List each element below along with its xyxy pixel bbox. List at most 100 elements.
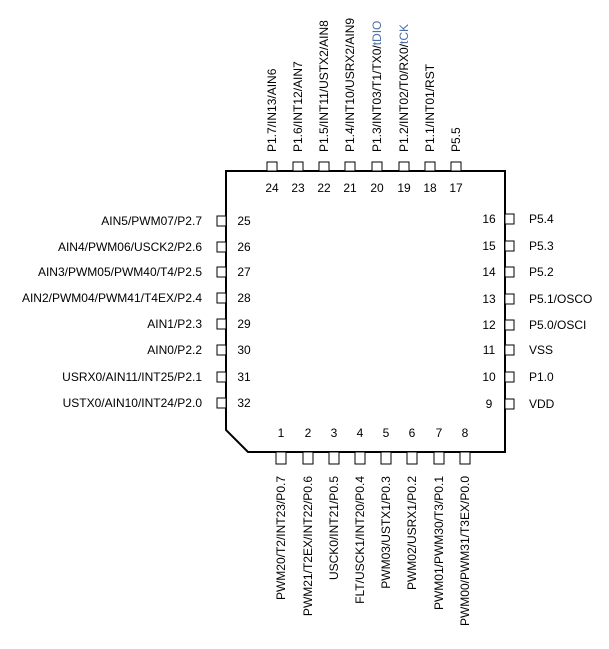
- pin-lead-4: [354, 451, 366, 465]
- pin-number-24: 24: [265, 181, 279, 195]
- pin-label-10: P1.0: [529, 370, 554, 384]
- pin-lead-18: [424, 161, 436, 172]
- pin-number-30: 30: [237, 343, 251, 357]
- pin-number-15: 15: [482, 239, 496, 253]
- pin-number-25: 25: [237, 214, 251, 228]
- pin-number-26: 26: [237, 240, 251, 254]
- pin-label-24: P1.7/IN13/AIN6: [265, 68, 279, 152]
- pin-label-3: USCK0/INT21/P0.5: [327, 476, 341, 580]
- pin-label-12: P5.0/OSCI: [529, 318, 586, 332]
- left-pin-group: 25 AIN5/PWM07/P2.7 26 AIN4/PWM06/USCK2/P2.6…: [22, 214, 251, 410]
- pin-lead-22: [318, 161, 330, 172]
- pin-lead-10: [504, 371, 515, 383]
- pin-label-30: AIN0/P2.2: [147, 343, 202, 357]
- pin-label-31: USRX0/AIN11/INT25/P2.1: [62, 370, 202, 384]
- pin-number-29: 29: [237, 317, 251, 331]
- pin-lead-6: [406, 451, 418, 465]
- pin-label-32: USTX0/AIN10/INT24/P2.0: [63, 396, 203, 410]
- pin-label-11: VSS: [529, 343, 553, 357]
- pin-lead-5: [380, 451, 392, 465]
- pin-label-6: PWM02/USRX1/P0.2: [405, 476, 419, 590]
- pin-number-6: 6: [409, 426, 416, 440]
- pin-number-4: 4: [357, 426, 364, 440]
- pin-number-8: 8: [462, 426, 469, 440]
- pin-number-21: 21: [343, 181, 357, 195]
- pin-number-13: 13: [482, 292, 496, 306]
- right-pin-group: 16 P5.4 15 P5.3 14 P5.2 13 P5.1/OSCO 12 P5.0/OSCI…: [482, 212, 592, 411]
- pin-lead-8: [459, 451, 471, 465]
- pin-number-18: 18: [423, 181, 437, 195]
- pin-lead-11: [504, 344, 515, 356]
- pin-label-18: P1.1/INT01/RST: [423, 63, 437, 152]
- pin-label-highlight-19: tCK: [397, 24, 411, 44]
- chip-package-outline: [225, 170, 506, 453]
- pin-label-16: P5.4: [529, 212, 554, 226]
- pin-label-17: P5.5: [449, 127, 463, 152]
- pin-number-12: 12: [482, 318, 496, 332]
- pin-number-23: 23: [291, 181, 305, 195]
- pin-lead-31: [216, 371, 227, 383]
- pin-number-10: 10: [482, 370, 496, 384]
- pin-lead-25: [216, 215, 227, 227]
- pin-number-3: 3: [331, 426, 338, 440]
- pin-label-22: P1.5/INT11/USTX2/AIN8: [317, 20, 331, 152]
- pin-label-1: PWM20/T2/INT23/P0.7: [274, 476, 288, 600]
- pin-label-9: VDD: [529, 397, 555, 411]
- pin-number-1: 1: [278, 426, 285, 440]
- pin-label-25: AIN5/PWM07/P2.7: [101, 214, 202, 228]
- pin-lead-32: [216, 397, 227, 409]
- pin-number-14: 14: [482, 265, 496, 279]
- pin-number-20: 20: [370, 181, 384, 195]
- pin-lead-14: [504, 266, 515, 278]
- pin-label-29: AIN1/P2.3: [147, 317, 202, 331]
- pin-label-23: P1.6/INT12/AIN7: [291, 61, 305, 152]
- pin-label-13: P5.1/OSCO: [529, 292, 592, 306]
- pin-lead-28: [216, 292, 227, 304]
- pin-lead-23: [292, 161, 304, 172]
- pin-lead-29: [216, 318, 227, 330]
- pin-lead-30: [216, 344, 227, 356]
- pin-lead-3: [328, 451, 340, 465]
- pin-lead-26: [216, 241, 227, 253]
- pin-lead-16: [504, 213, 515, 225]
- pin-number-28: 28: [237, 291, 251, 305]
- pin-label-21: P1.4/INT10/USRX2/AIN9: [343, 18, 357, 152]
- pin-lead-12: [504, 319, 515, 331]
- pin-label-26: AIN4/PWM06/USCK2/P2.6: [58, 240, 202, 254]
- pin-number-11: 11: [483, 343, 496, 357]
- pin-label-7: PWM01/PWM30/T3/P0.1: [432, 476, 446, 610]
- pin-number-9: 9: [486, 397, 493, 411]
- pin-lead-7: [433, 451, 445, 465]
- pin-lead-15: [504, 240, 515, 252]
- pin-number-32: 32: [237, 396, 251, 410]
- pin-number-27: 27: [237, 265, 251, 279]
- pin-label-15: P5.3: [529, 239, 554, 253]
- pin-label-19: P1.2/INT02/T0/RX0/tCK: [397, 24, 411, 152]
- pin-lead-2: [302, 451, 314, 465]
- pin-label-28: AIN2/PWM04/PWM41/T4EX/P2.4: [22, 291, 202, 305]
- pin-lead-27: [216, 266, 227, 278]
- pin-number-31: 31: [237, 370, 251, 384]
- pin-label-14: P5.2: [529, 265, 554, 279]
- pin-label-5: PWM03/USTX1/P0.3: [379, 476, 393, 589]
- pin-lead-17: [450, 161, 462, 172]
- pin-label-2: PWM21/T2EX/INT22/P0.6: [301, 476, 315, 616]
- pin-lead-9: [504, 398, 515, 410]
- top-pin-group: 24 P1.7/IN13/AIN6 23 P1.6/INT12/AIN7 22 P1.5/…: [265, 18, 463, 195]
- pin-label-27: AIN3/PWM05/PWM40/T4/P2.5: [38, 265, 202, 279]
- pin-lead-13: [504, 293, 515, 305]
- pin-lead-24: [266, 161, 278, 172]
- pin-lead-20: [371, 161, 383, 172]
- pin-number-22: 22: [317, 181, 331, 195]
- pin-number-2: 2: [305, 426, 312, 440]
- pin-label-8: PWM00/PWM31/T3EX/P0.0: [458, 476, 472, 626]
- pin-number-7: 7: [436, 426, 443, 440]
- pin-lead-19: [398, 161, 410, 172]
- pin-lead-1: [275, 451, 287, 465]
- pin-number-19: 19: [397, 181, 411, 195]
- pin-lead-21: [344, 161, 356, 172]
- pin-label-4: FLT/USCK1/INT20/P0.4: [353, 476, 367, 604]
- pin-number-16: 16: [482, 212, 496, 226]
